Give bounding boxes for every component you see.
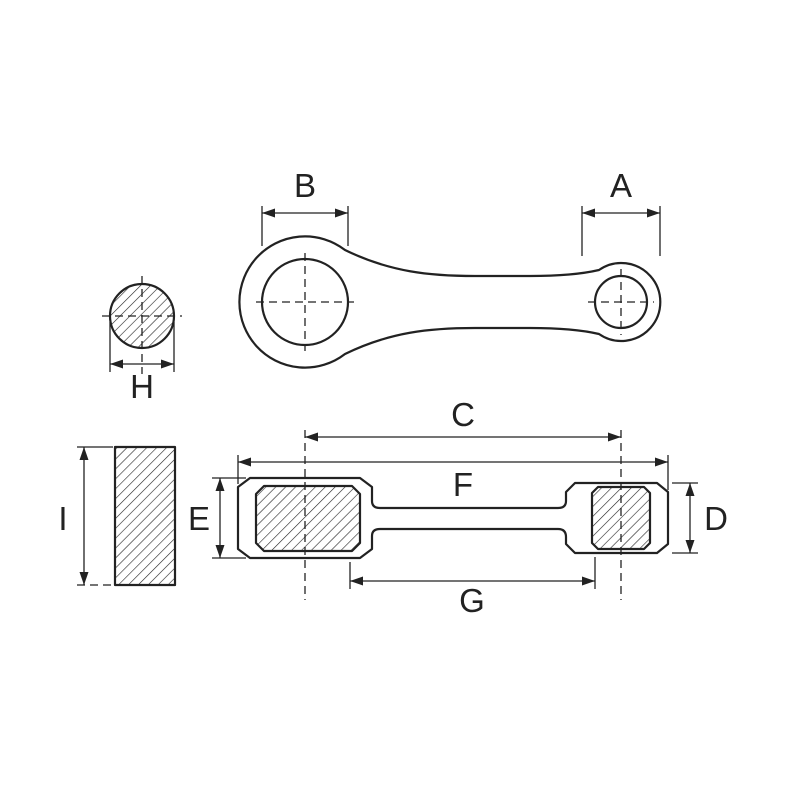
arrowhead-down-icon xyxy=(215,545,225,558)
connecting-rod-top-view xyxy=(238,235,662,369)
dimension-F: F xyxy=(237,455,669,503)
arrowhead-right-icon xyxy=(335,208,348,218)
arrowhead-left-icon xyxy=(238,457,251,467)
dimension-e-label: E xyxy=(188,500,210,537)
dimension-c-label: C xyxy=(451,396,475,433)
arrowhead-up-icon xyxy=(215,478,225,491)
dimension-b-label: B xyxy=(294,167,316,204)
pin-side-rect xyxy=(113,445,177,587)
arrowhead-right-icon xyxy=(608,432,621,442)
dimension-B: B xyxy=(261,167,349,246)
dimension-i-label: I xyxy=(58,500,67,537)
connecting-rod-side-view xyxy=(236,430,670,600)
dimension-g-label: G xyxy=(459,582,485,619)
arrowhead-right-icon xyxy=(647,208,660,218)
dimension-E: E xyxy=(188,477,246,559)
dimension-I: I xyxy=(58,446,177,586)
dimension-h-label: H xyxy=(130,368,154,405)
dimension-C: C xyxy=(305,396,621,442)
arrowhead-down-icon xyxy=(685,540,695,553)
arrowhead-left-icon xyxy=(110,359,123,369)
arrowhead-up-icon xyxy=(79,447,89,460)
arrowhead-left-icon xyxy=(582,208,595,218)
small-end-bearing-section xyxy=(590,485,652,551)
dimension-H: H xyxy=(109,322,175,405)
arrowhead-down-icon xyxy=(79,572,89,585)
arrowhead-right-icon xyxy=(582,576,595,586)
dimension-f-label: F xyxy=(453,466,473,503)
pin-side-view xyxy=(113,445,177,587)
dimension-D: D xyxy=(672,482,728,554)
dimension-A: A xyxy=(581,167,661,256)
dimension-a-label: A xyxy=(610,167,632,204)
arrowhead-left-icon xyxy=(305,432,318,442)
dimension-G: G xyxy=(349,557,596,619)
arrowhead-right-icon xyxy=(161,359,174,369)
pin-end-view xyxy=(102,276,182,374)
rod-top-outline xyxy=(238,235,662,369)
big-end-bearing-section xyxy=(254,484,362,553)
arrowhead-up-icon xyxy=(685,483,695,496)
arrowhead-left-icon xyxy=(350,576,363,586)
arrowhead-right-icon xyxy=(655,457,668,467)
arrowhead-left-icon xyxy=(262,208,275,218)
dimension-d-label: D xyxy=(704,500,728,537)
